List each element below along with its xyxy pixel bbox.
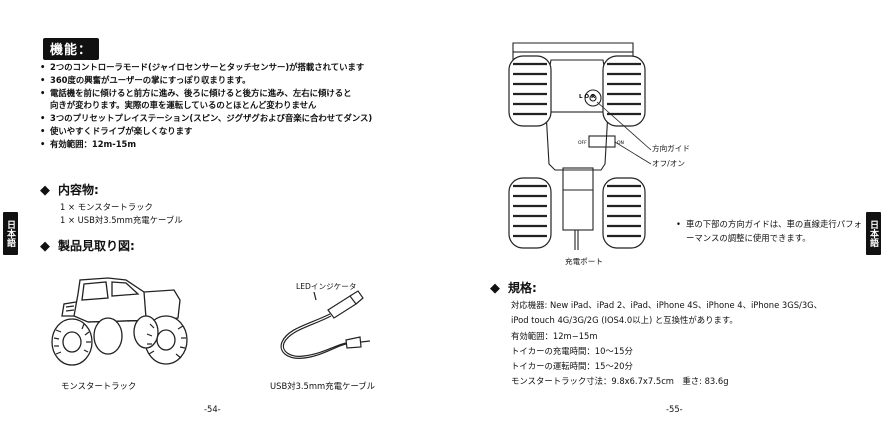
figure-heading: ◆ 製品見取り図:	[40, 237, 135, 254]
feature-item: 有効範囲：12m-15m	[40, 138, 420, 151]
features-title: 機能：	[43, 38, 100, 60]
cable-caption: USB対3.5mm充電ケーブル	[270, 381, 375, 391]
monster-truck-illustration	[51, 277, 188, 366]
direction-guide-label: 方向ガイド	[652, 144, 690, 153]
spec-item: iPod touch 4G/3G/2G (IOS4.0以上) と互換性があります…	[511, 315, 738, 326]
feature-item: 使いやすくドライブが楽しくなります	[40, 125, 420, 138]
spec-item: トイカーの充電時間：10〜15分	[511, 345, 633, 356]
spec-heading: ◆ 規格:	[490, 279, 537, 296]
feature-item: 2つのコントローラモード(ジャイロセンサーとタッチセンサー)が搭載されています	[40, 61, 420, 74]
diamond-bullet-icon: ◆	[490, 281, 500, 296]
led-indicator-label: LEDインジケータ	[296, 282, 357, 291]
language-tab-right: 日本語	[866, 212, 881, 255]
direction-guide-note: 車の下部の方向ガイドは、車の直線走行パフォーマンスの調整に使用できます。	[676, 217, 864, 246]
feature-item-continued: 向きが変わります。実際の車を運転しているのとほとんど変わりません	[50, 100, 317, 111]
contents-heading: ◆ 内容物:	[40, 181, 99, 198]
on-switch-label: ON	[617, 140, 624, 146]
charging-cable-illustration	[280, 290, 371, 359]
contents-list: 1 × モンスタートラック 1 × USB対3.5mm充電ケーブル	[60, 201, 183, 226]
spec-title: 規格:	[508, 281, 537, 295]
feature-item: 電話機を前に傾けると前方に進み、後ろに傾けると後方に進み、左右に傾けると	[40, 87, 420, 100]
spec-item: モンスタートラック寸法：9.8x6.7x7.5cm 重さ: 83.6g	[511, 376, 729, 387]
diamond-bullet-icon: ◆	[40, 183, 50, 198]
feature-item: 3つのプリセットプレイステーション(スピン、ジグザグおよび音楽に合わせてダンス)	[40, 112, 420, 125]
feature-item: 360度の興奮がユーザーの掌にすっぽり収まります。	[40, 74, 420, 87]
diamond-bullet-icon: ◆	[40, 239, 50, 254]
page-number-left: -54-	[204, 404, 221, 414]
spec-item: トイカーの運転時間：15〜20分	[511, 361, 633, 372]
contents-item: 1 × モンスタートラック	[60, 202, 153, 212]
figure-title: 製品見取り図:	[58, 239, 135, 253]
spec-list: 対応機器: New iPad、iPad 2、iPad、iPhone 4S、iPh…	[511, 298, 822, 390]
contents-title: 内容物:	[58, 183, 99, 197]
features-list: 2つのコントローラモード(ジャイロセンサーとタッチセンサー)が搭載されています …	[40, 61, 420, 151]
language-tab-left: 日本語	[3, 212, 18, 255]
truck-underside-diagram: L O R OFF ON	[508, 42, 652, 250]
contents-item: 1 × USB対3.5mm充電ケーブル	[60, 214, 183, 225]
spec-item: 有効範囲：12m−15m	[511, 330, 598, 341]
on-off-switch-label: オフ/オン	[652, 159, 685, 168]
spec-item: 対応機器: New iPad、iPad 2、iPad、iPhone 4S、iPh…	[511, 300, 823, 310]
page-number-right: -55-	[666, 404, 683, 414]
truck-caption: モンスタートラック	[61, 381, 137, 391]
lor-label: L O R	[579, 94, 596, 100]
off-switch-label: OFF	[578, 140, 587, 146]
charging-port-label: 充電ポート	[565, 257, 603, 266]
